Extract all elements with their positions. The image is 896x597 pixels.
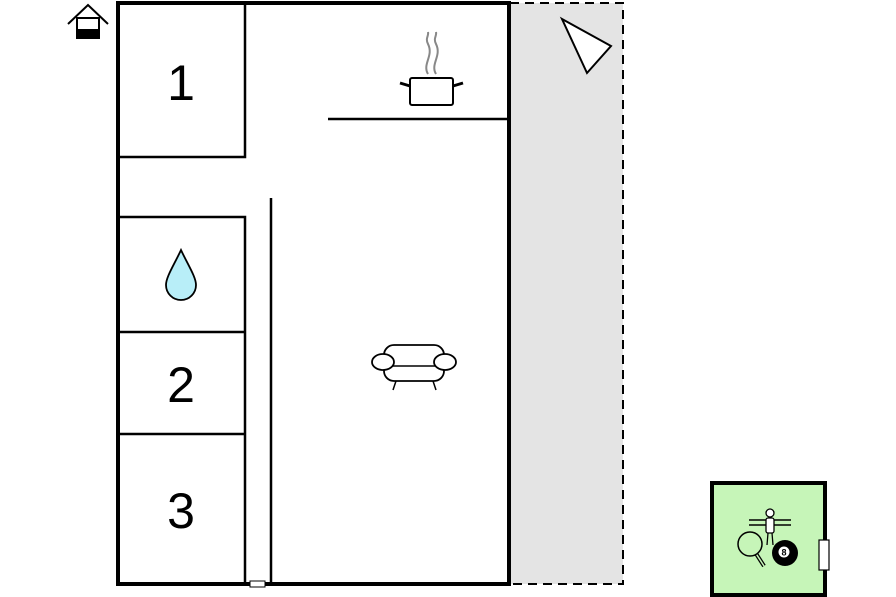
game-room <box>710 481 827 597</box>
room-3-label: 3 <box>167 483 195 539</box>
north-arrow-icon <box>559 16 613 75</box>
table-football-icon <box>749 508 791 546</box>
sofa-icon <box>371 344 457 391</box>
entry-door <box>249 580 266 588</box>
table-tennis-icon <box>737 531 766 568</box>
game-room-door <box>818 539 830 571</box>
cooking-pot-icon <box>399 31 464 106</box>
water-drop-icon <box>165 247 197 301</box>
left-block-walls <box>118 215 247 584</box>
room-2-label: 2 <box>167 357 195 413</box>
terrace-area <box>509 2 624 585</box>
billiard-ball-icon: 8 <box>772 540 798 566</box>
house-entrance-icon <box>67 3 109 39</box>
billiard-ball-number: 8 <box>781 548 786 558</box>
room-1-walls <box>118 3 247 159</box>
room-1-label: 1 <box>167 55 195 111</box>
